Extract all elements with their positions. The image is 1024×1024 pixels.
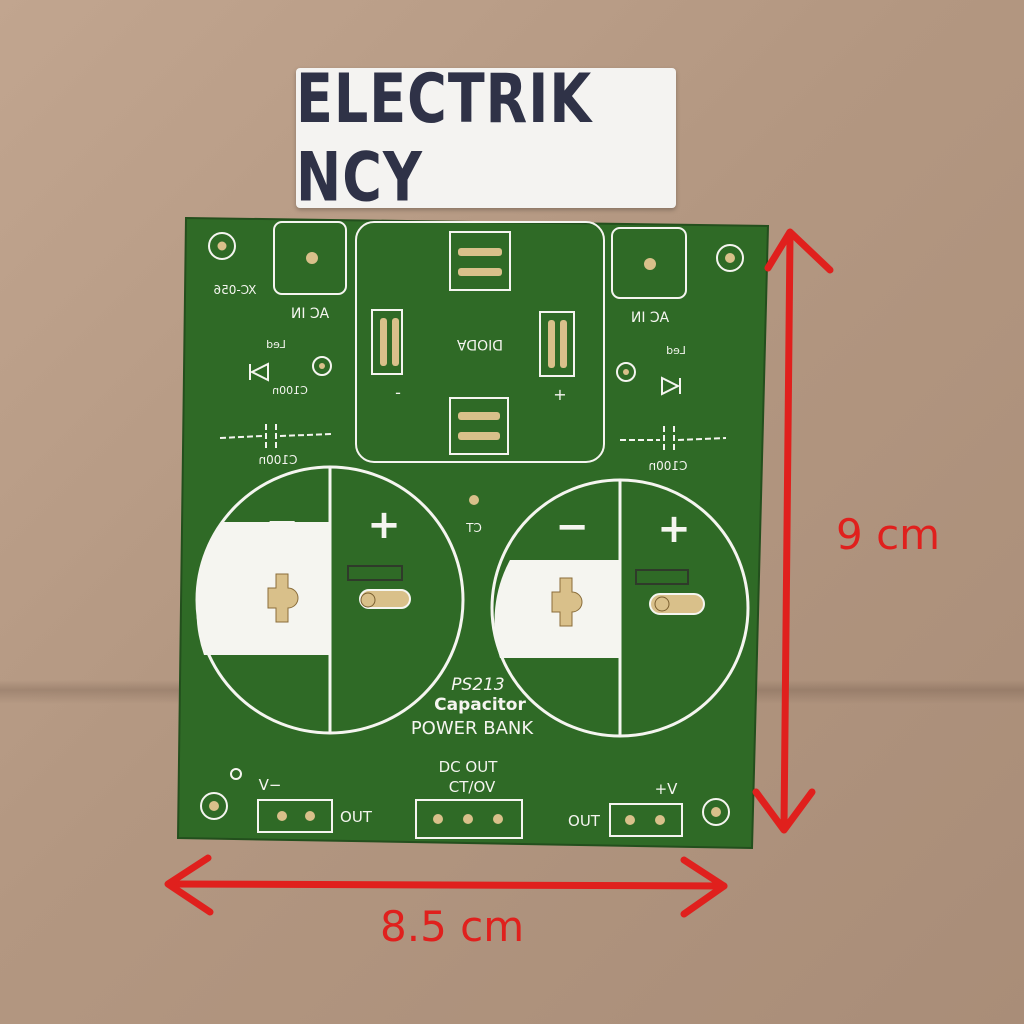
led-label-right: Led xyxy=(666,344,686,357)
led-label-left: Led xyxy=(266,338,286,351)
ct-label: CT xyxy=(465,521,481,535)
ac-in-pad-right xyxy=(611,227,687,299)
mounting-hole xyxy=(200,792,228,820)
diode-pad-left xyxy=(371,309,403,375)
led-symbol-left xyxy=(249,362,269,382)
c100n-bottom-left-label: C100n xyxy=(259,453,298,467)
capacitor-footprint-left xyxy=(195,465,465,735)
v-plus-connector xyxy=(609,803,683,837)
mounting-hole xyxy=(716,244,744,272)
capacitor-footprint-right xyxy=(490,478,750,738)
board-title-line1: PS213 xyxy=(451,675,505,695)
c100n-top-left-label: C100n xyxy=(272,384,308,397)
ac-in-label-right: AC IN xyxy=(631,310,669,326)
height-measurement-label: 9 cm xyxy=(836,510,941,559)
ac-in-pad-left xyxy=(273,221,347,295)
mounting-hole xyxy=(208,232,236,260)
diode-pad-top xyxy=(449,231,511,291)
led-pad-right xyxy=(616,362,636,382)
c100n-symbol-right xyxy=(620,426,727,452)
height-arrow xyxy=(752,228,834,834)
cap-left-minus: − xyxy=(265,500,299,546)
brand-sticker-text: ELECTRIK NCY xyxy=(296,59,593,217)
v-minus-connector xyxy=(257,799,333,833)
v-minus-label: V− xyxy=(259,776,282,794)
out-label-right: OUT xyxy=(568,812,601,830)
model-mark: XC-056 xyxy=(214,283,257,297)
ac-in-label-left: AC IN xyxy=(291,306,329,322)
ct-hole xyxy=(469,495,479,505)
c100n-right-label: C100n xyxy=(649,459,688,473)
board-title-line3: POWER BANK xyxy=(411,718,535,739)
diode-pad-right xyxy=(539,311,575,377)
dc-out-label: DC OUT xyxy=(439,758,499,776)
diode-bridge-outline xyxy=(355,221,605,463)
width-arrow xyxy=(164,854,728,918)
led-symbol-right xyxy=(661,376,681,396)
board-title-line2: Capacitor xyxy=(434,695,526,715)
v-plus-label: +V xyxy=(655,780,679,798)
dc-out-sub-label: CT/OV xyxy=(449,778,496,796)
diode-pad-bottom xyxy=(449,397,509,455)
out-label-left: OUT xyxy=(340,808,373,826)
led-pad-left xyxy=(312,356,332,376)
cap-right-minus: − xyxy=(555,504,589,550)
diode-plus-label: + xyxy=(553,385,566,404)
mounting-hole xyxy=(702,798,730,826)
cap-right-plus: + xyxy=(657,506,691,552)
via-hole xyxy=(230,768,242,780)
width-measurement-label: 8.5 cm xyxy=(380,902,525,951)
dc-out-connector xyxy=(415,799,523,839)
brand-sticker: ELECTRIK NCY xyxy=(296,59,676,217)
diode-label: DIODA xyxy=(457,336,503,352)
diode-minus-label: - xyxy=(395,383,401,402)
cap-left-plus: + xyxy=(367,502,401,548)
c100n-symbol-left xyxy=(219,424,333,448)
